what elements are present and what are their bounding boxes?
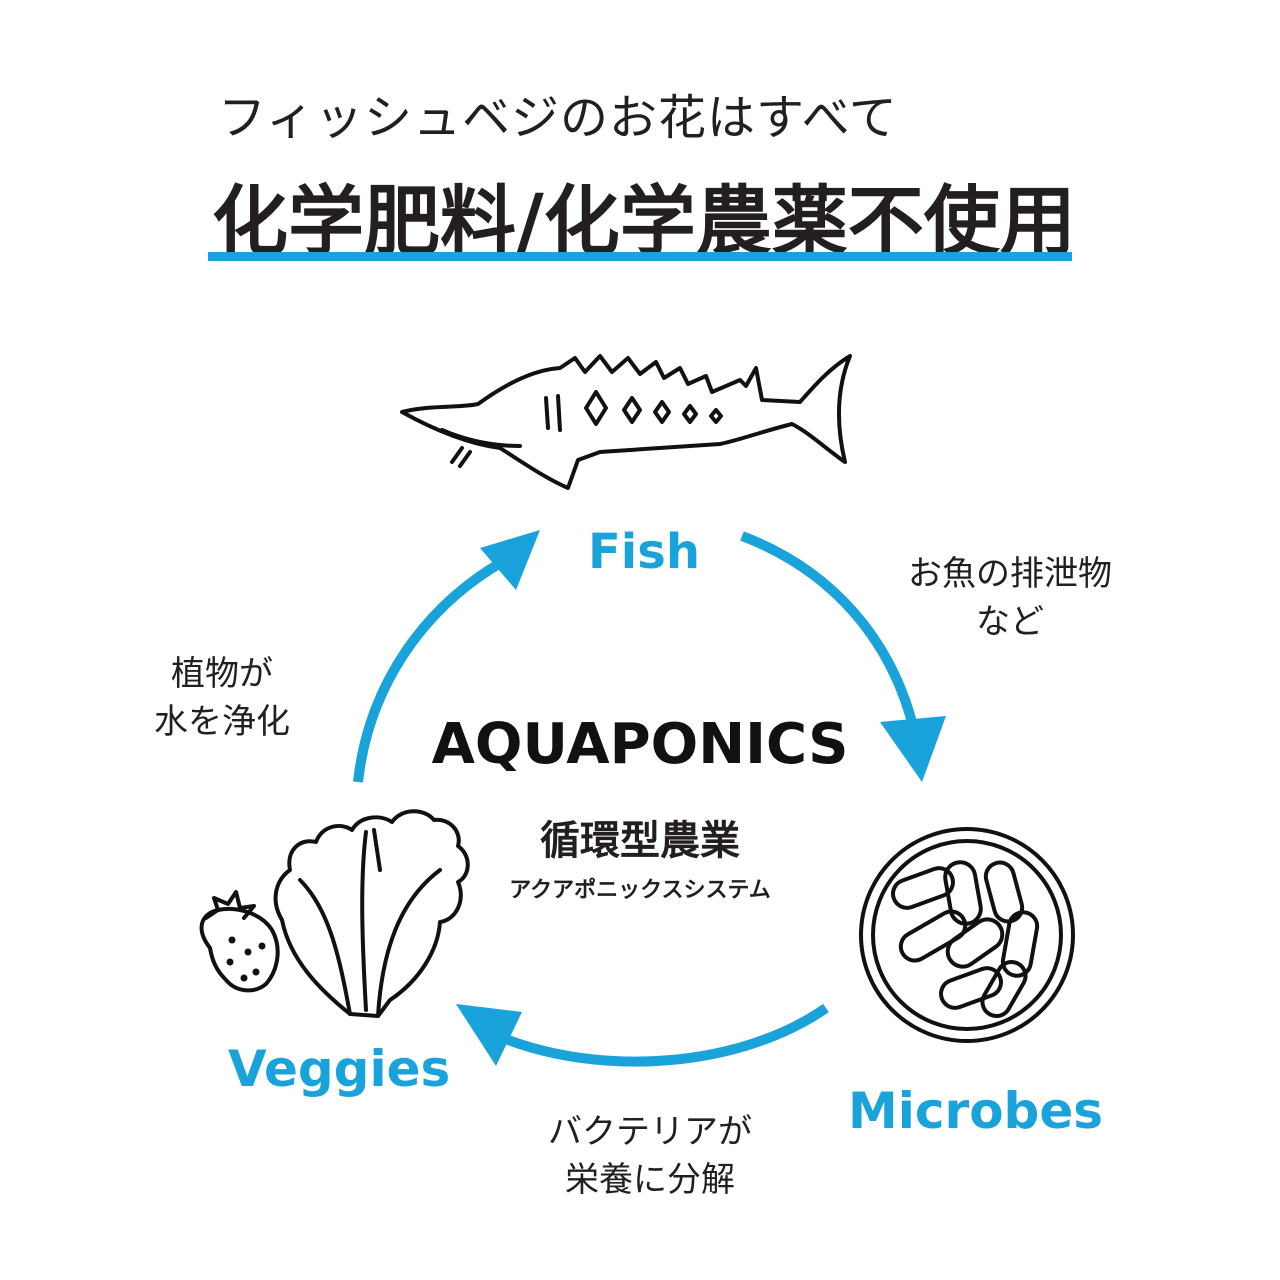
arrow-veggies-to-fish	[353, 530, 540, 783]
center-subtitle-jp: 循環型農業	[540, 818, 740, 864]
center-title: AQUAPONICS	[431, 712, 849, 777]
arrow-fish-to-microbes	[740, 531, 946, 782]
header-subtitle: フィッシュベジのお花はすべて	[218, 90, 898, 146]
note-line: など	[976, 602, 1044, 642]
microbes-illustration	[859, 827, 1075, 1043]
note-line: お魚の排泄物	[908, 554, 1112, 594]
note-microbes-to-veggies: バクテリアが 栄養に分解	[520, 1108, 780, 1204]
arrow-microbes-to-veggies	[456, 1003, 829, 1067]
note-line: 植物が	[171, 654, 273, 694]
note-line: バクテリアが	[548, 1112, 752, 1152]
fish-illustration	[400, 354, 852, 490]
microbes-label: Microbes	[848, 1082, 1104, 1140]
veggies-label: Veggies	[228, 1040, 451, 1098]
fish-label: Fish	[588, 524, 700, 580]
center-subtitle-kana: アクアポニックスシステム	[509, 878, 771, 903]
header-headline: 化学肥料/化学農薬不使用	[212, 177, 1076, 266]
note-veggies-to-fish: 植物が 水を浄化	[132, 650, 312, 746]
note-line: 栄養に分解	[565, 1160, 735, 1200]
note-line: 水を浄化	[154, 702, 290, 742]
headline-underline	[208, 252, 1072, 261]
veggies-illustration	[199, 809, 470, 1018]
note-fish-to-microbes: お魚の排泄物 など	[890, 550, 1130, 646]
